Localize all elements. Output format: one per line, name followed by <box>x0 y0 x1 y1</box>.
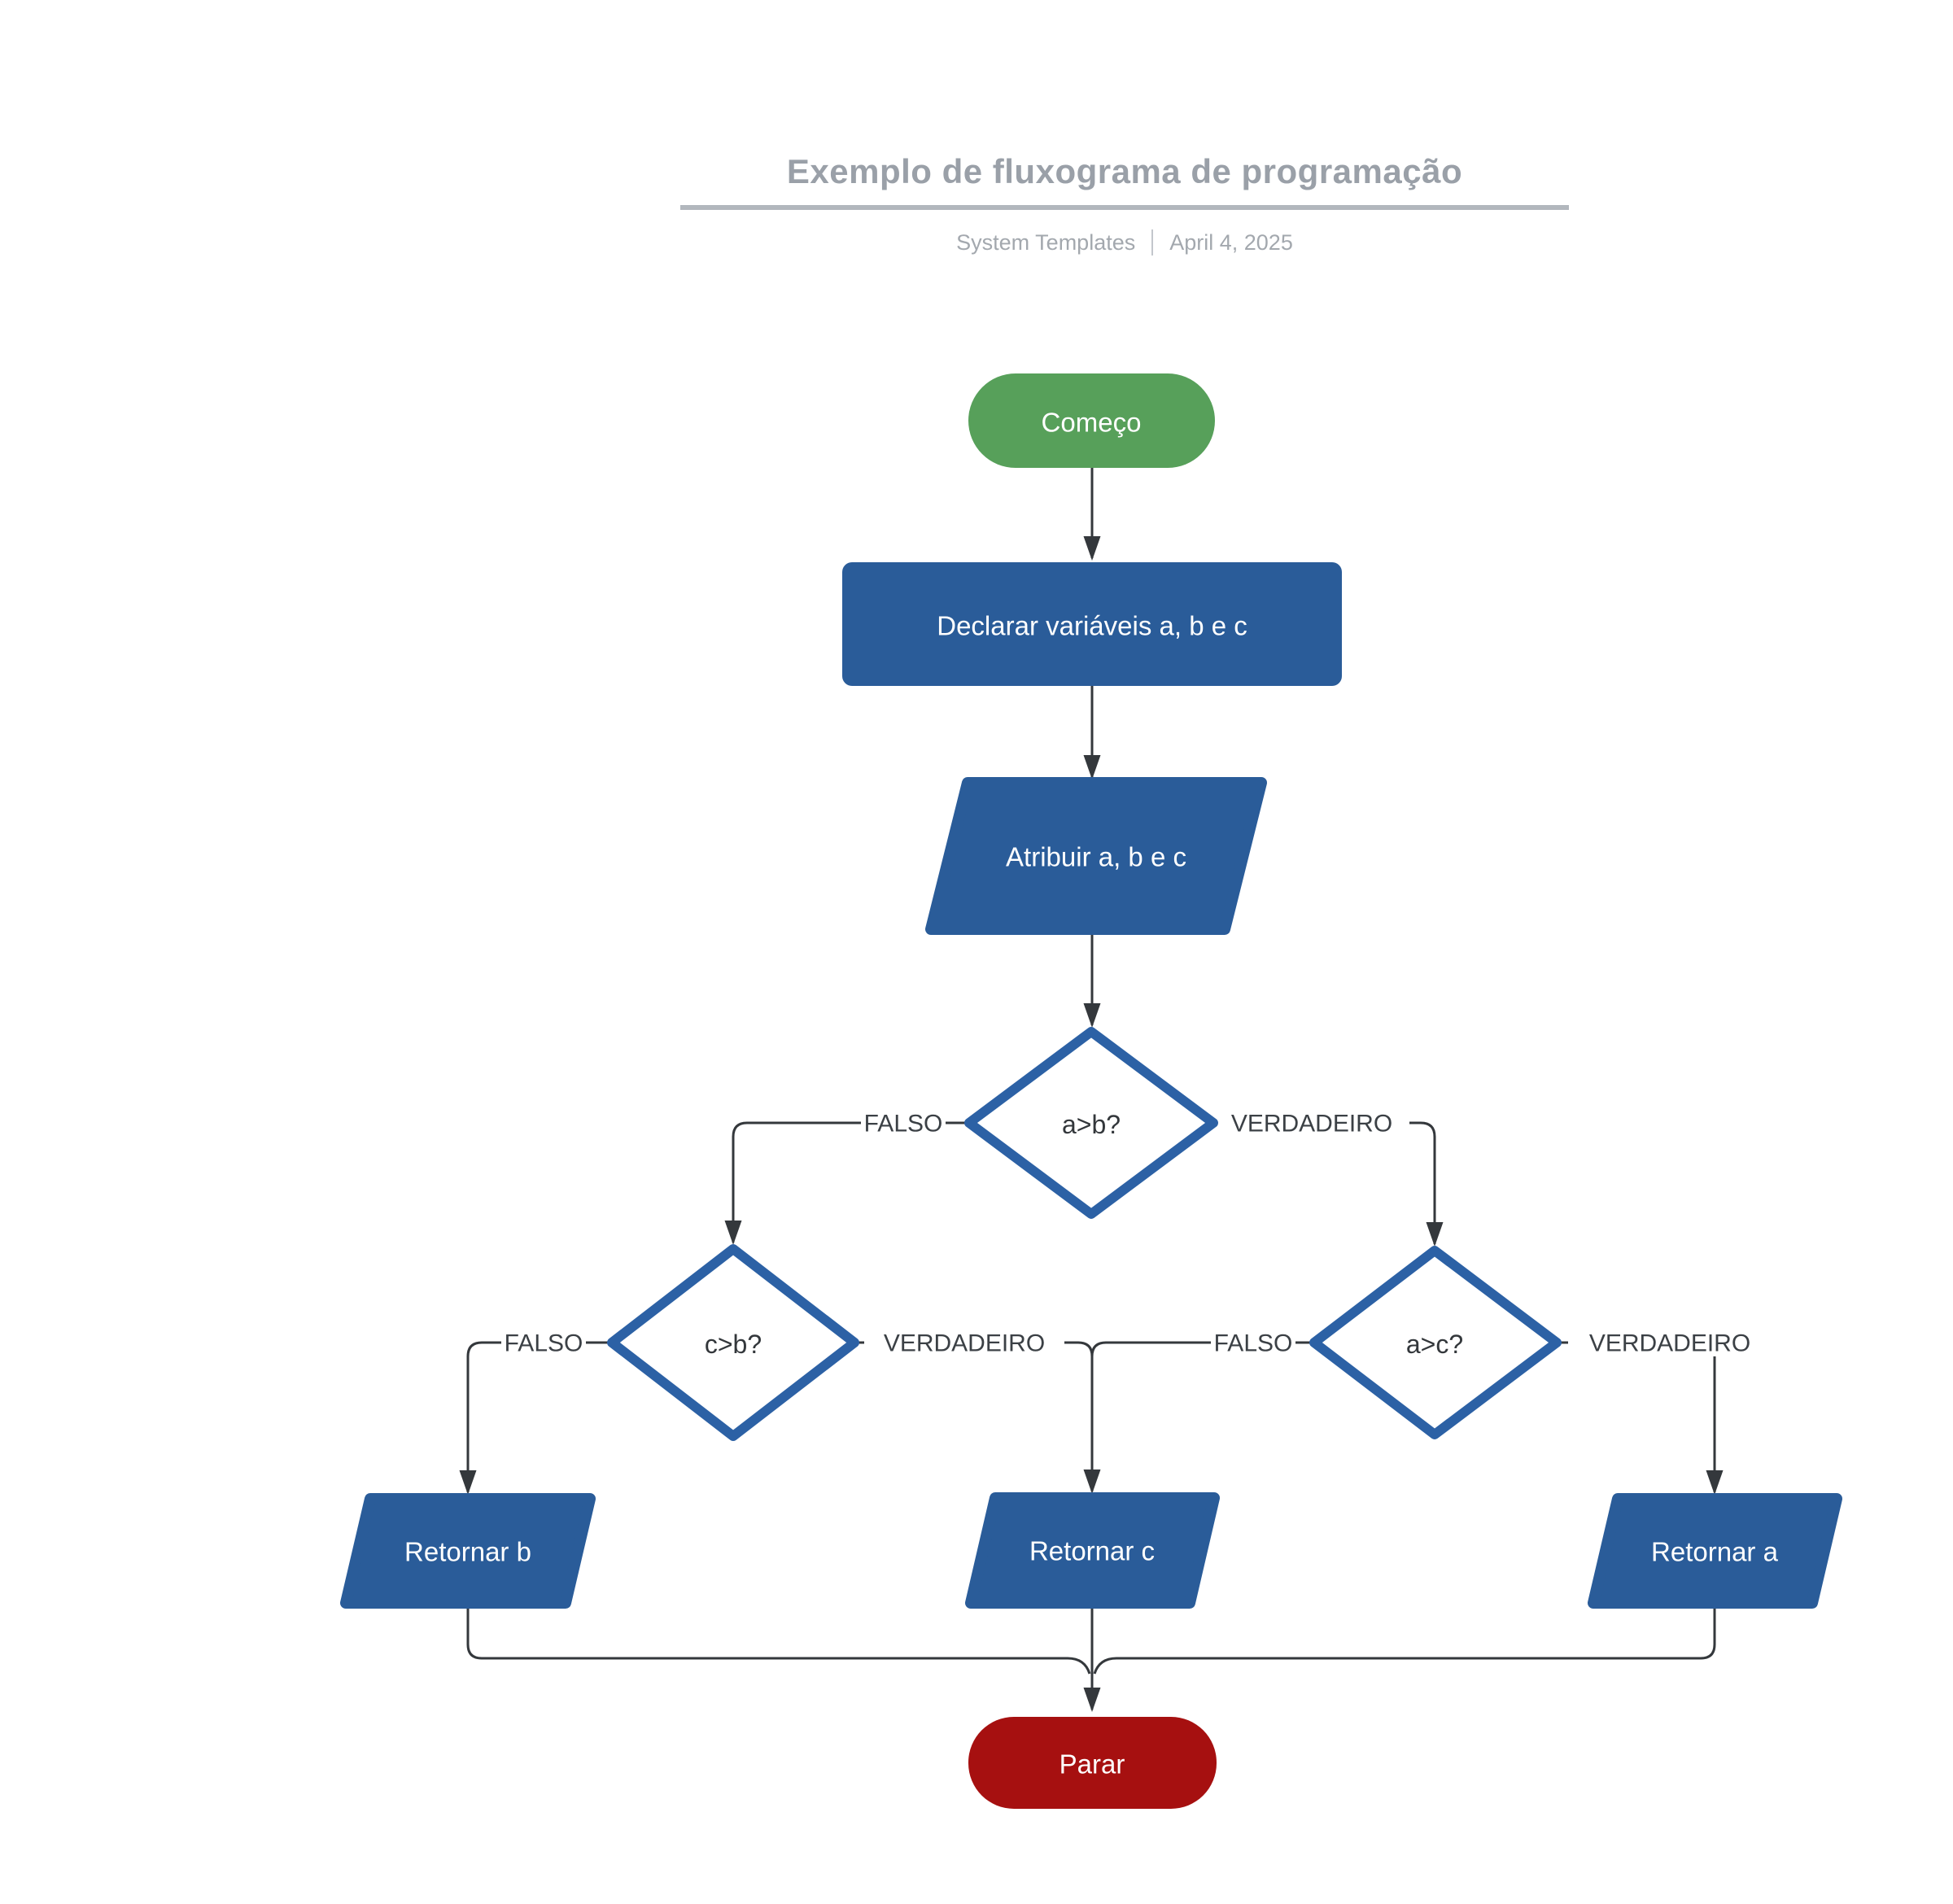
declare-process-shape <box>842 562 1342 686</box>
node-stop: Parar <box>968 1717 1217 1809</box>
node-decision-ab: a>b? <box>964 1027 1218 1219</box>
decision-ac-label: a>c? <box>1406 1330 1463 1359</box>
return-a-parallelogram-shape <box>1588 1493 1842 1609</box>
return-c-parallelogram-shape <box>965 1492 1220 1609</box>
label-bg <box>501 1329 586 1356</box>
return-b-parallelogram-shape <box>340 1493 596 1609</box>
edge-ac-true-to-return-a <box>1557 1341 1724 1495</box>
edge-ab-false-to-cb <box>724 1121 969 1245</box>
edge-ac-false-to-return-c <box>1090 1341 1314 1357</box>
node-start: Começo <box>968 373 1215 468</box>
node-return-b: Retornar b <box>340 1493 596 1609</box>
branch-label-ab-false: FALSO <box>864 1111 943 1138</box>
start-terminator-shape <box>968 373 1215 468</box>
branch-label-ab-true: VERDADEIRO <box>1231 1111 1392 1138</box>
return-b-label: Retornar b <box>404 1537 531 1567</box>
decision-ab-diamond-shape <box>964 1027 1218 1219</box>
decision-ac-diamond-shape <box>1309 1246 1562 1439</box>
node-declare: Declarar variáveis a, b e c <box>842 562 1342 686</box>
assign-label: Atribuir a, b e c <box>1006 842 1186 872</box>
edge-return-a-to-stop <box>1093 1603 1716 1675</box>
stop-label: Parar <box>1060 1749 1125 1780</box>
start-label: Começo <box>1042 408 1142 438</box>
node-return-a: Retornar a <box>1588 1493 1842 1609</box>
edge-return-b-to-stop <box>466 1603 1091 1675</box>
page-title: Exemplo de fluxograma de programação <box>786 152 1463 190</box>
label-bg <box>861 1109 946 1137</box>
stop-terminator-shape <box>968 1717 1217 1809</box>
node-decision-cb: c>b? <box>607 1244 859 1441</box>
subtitle: System Templates April 4, 2025 <box>680 229 1569 255</box>
title-underline <box>680 205 1569 210</box>
header: Exemplo de fluxograma de programação Sys… <box>680 151 1569 255</box>
branch-label-ac-true: VERDADEIRO <box>1589 1330 1750 1357</box>
label-bg <box>1211 1329 1295 1356</box>
decision-cb-diamond-shape <box>607 1244 859 1441</box>
label-bg <box>1568 1329 1772 1356</box>
branch-labels: FALSO VERDADEIRO FALSO VERDADEIRO FALSO … <box>501 1109 1772 1357</box>
branch-label-cb-false: FALSO <box>505 1330 583 1357</box>
decision-ab-label: a>b? <box>1062 1110 1121 1139</box>
header-date: April 4, 2025 <box>1169 229 1293 255</box>
header-separator <box>1151 229 1154 255</box>
edge-cb-true-to-return-c <box>854 1341 1101 1494</box>
return-a-label: Retornar a <box>1651 1537 1779 1567</box>
return-c-label: Retornar c <box>1029 1536 1155 1566</box>
header-source: System Templates <box>956 229 1136 255</box>
assign-parallelogram-shape <box>925 777 1267 935</box>
edge-ab-true-to-ac <box>1213 1121 1444 1247</box>
label-bg <box>1214 1109 1409 1137</box>
declare-label: Declarar variáveis a, b e c <box>937 611 1247 641</box>
decision-cb-label: c>b? <box>705 1330 762 1359</box>
node-decision-ac: a>c? <box>1309 1246 1562 1439</box>
edge-cb-false-to-return-b <box>459 1341 612 1495</box>
node-assign: Atribuir a, b e c <box>925 777 1267 935</box>
branch-label-cb-true: VERDADEIRO <box>884 1330 1045 1357</box>
label-bg <box>864 1329 1064 1356</box>
branch-label-ac-false: FALSO <box>1214 1330 1293 1357</box>
node-return-c: Retornar c <box>965 1492 1220 1609</box>
